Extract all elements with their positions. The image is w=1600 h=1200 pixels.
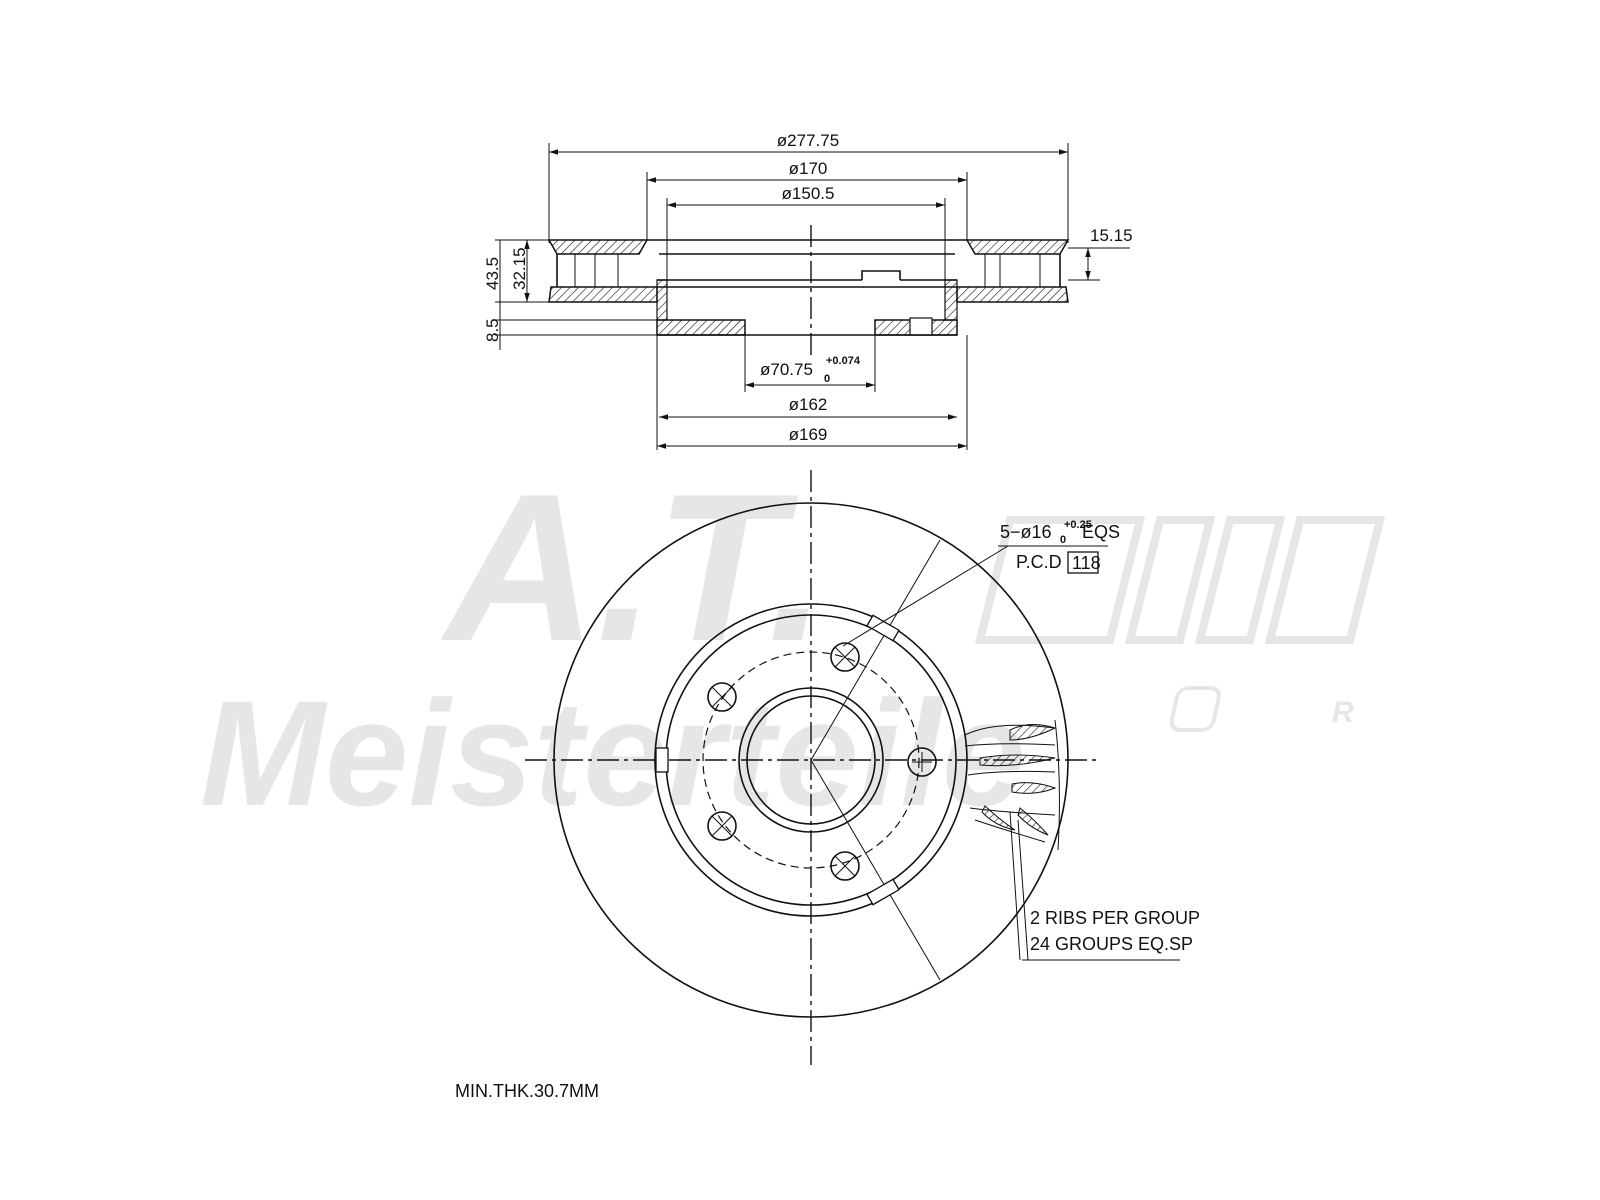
pcd-box <box>1067 551 1099 574</box>
pcd-value: 118 <box>1072 553 1101 573</box>
min-thickness: MIN.THK.30.7MM <box>455 1081 599 1101</box>
pcd-label: P.C.D <box>1016 552 1062 572</box>
dim-outer-diameter: ø277.75 <box>777 131 839 150</box>
watermark-logo: A.T. <box>440 450 826 685</box>
dim-height-8-5: 8.5 <box>483 318 502 342</box>
ribs-line-1: 2 RIBS PER GROUP <box>1030 908 1200 928</box>
bolt-holes <box>707 642 937 881</box>
bolt-holes-prefix: 5−ø16 <box>1000 522 1052 542</box>
dim-150-5: ø150.5 <box>782 184 835 203</box>
watermark-brand: Meisterteile <box>200 669 1025 837</box>
bolt-holes-tol-lower: 0 <box>1060 534 1066 546</box>
dim-center-bore-tol-lower: 0 <box>824 373 830 385</box>
dim-center-bore: ø70.75 <box>760 360 813 379</box>
dim-height-43-5: 43.5 <box>483 257 502 290</box>
annotations: 5−ø16 +0.25 0 EQS P.C.D 118 2 RIBS PER G… <box>455 519 1200 1101</box>
rib-detail <box>964 719 1060 851</box>
ribs-line-2: 24 GROUPS EQ.SP <box>1030 934 1193 954</box>
watermark-stripes <box>974 516 1386 644</box>
svg-text:R: R <box>1332 696 1354 729</box>
bolt-holes-suffix: EQS <box>1082 522 1120 542</box>
registered-mark: R <box>1169 686 1354 732</box>
dim-162: ø162 <box>789 395 828 414</box>
dim-thickness-15-15: 15.15 <box>1090 226 1133 245</box>
bolt-holes-tol-upper: +0.25 <box>1064 519 1092 531</box>
dim-height-32-15: 32.15 <box>510 247 529 290</box>
dim-170: ø170 <box>789 159 828 178</box>
front-view <box>525 470 1180 1065</box>
section-view: ø277.75 ø170 ø150.5 <box>483 131 1133 450</box>
watermark: A.T. Meisterteile R <box>200 450 1386 837</box>
dim-169: ø169 <box>789 425 828 444</box>
dim-center-bore-tol-upper: +0.074 <box>826 355 861 367</box>
